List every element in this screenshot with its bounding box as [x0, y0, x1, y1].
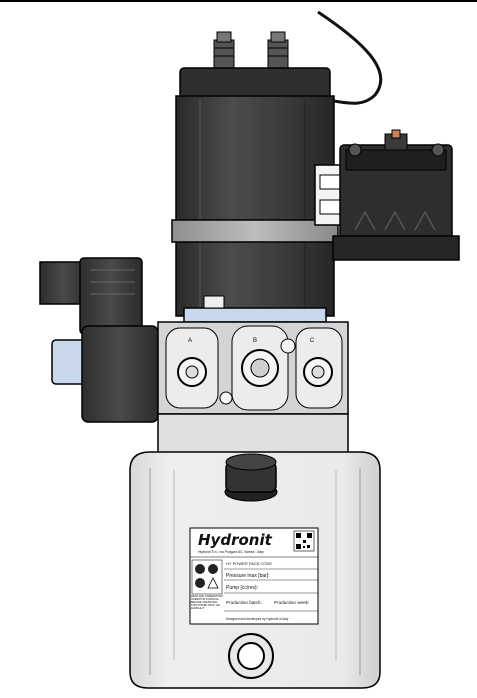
drain-plug: [228, 633, 274, 679]
label-address: Hydronit S.r.l. via Podgora 63, Varese -…: [198, 550, 264, 554]
label-pump: Pump [cc/rev]:: [226, 585, 258, 591]
power-cable: [317, 10, 383, 105]
valve-port-c: C: [310, 338, 315, 344]
solenoid-connector: [39, 257, 143, 335]
filler-cap: [224, 453, 278, 502]
label-week: Production week:: [274, 600, 309, 605]
solenoid-coil: [51, 325, 159, 423]
label-pressure: Pressure max [bar]:: [226, 573, 270, 579]
motor-adapter: [183, 307, 327, 323]
tank-collar: [157, 413, 349, 455]
motor-band: [171, 219, 339, 243]
label-title: HY POWER PACK CODE: [226, 561, 272, 566]
valve-port-a: A: [188, 338, 192, 344]
valve-block: A B C: [157, 321, 349, 415]
label-batch: Production batch:: [226, 600, 262, 605]
motor-cap: [179, 67, 331, 99]
product-label: Hydronit Hydronit S.r.l. via Podgora 63,…: [189, 527, 319, 625]
brand-logo-text: Hydronit: [198, 531, 273, 549]
safety-icons: [191, 559, 223, 595]
valve-port-b: B: [253, 338, 257, 344]
label-footer: Designed and developed by Hydronit in It…: [226, 617, 289, 621]
label-warning: READ AND UNDERSTAND OPERATOR'S MANUAL BE…: [191, 595, 223, 610]
starter-relay: [314, 129, 460, 261]
terminal-bolts: [213, 31, 289, 71]
qr-code: [293, 530, 315, 552]
